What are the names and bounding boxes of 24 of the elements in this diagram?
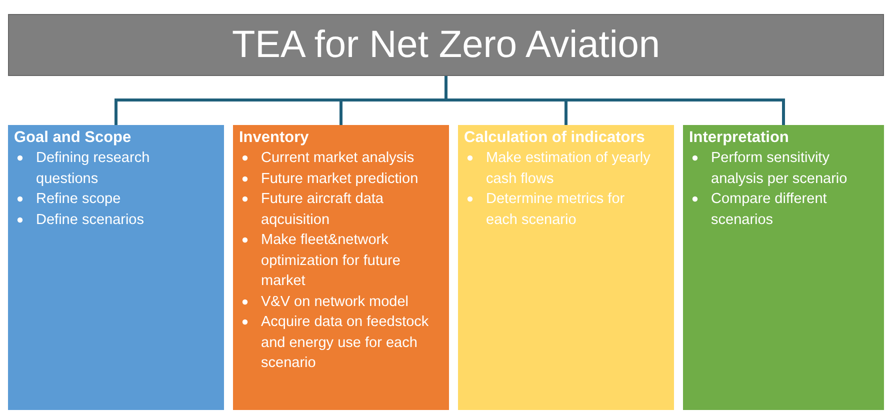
- title-banner: [8, 14, 884, 76]
- bullet-text: Compare different scenarios: [711, 191, 827, 228]
- bullet-text: Make fleet&network optimization for future market: [261, 232, 400, 289]
- title-text: TEA for Net Zero Aviation: [232, 24, 660, 66]
- bullet-text: Future market prediction: [261, 170, 418, 186]
- bullet-text: Refine scope: [36, 191, 121, 207]
- bullet-text: Future aircraft data aqcuisition: [261, 191, 384, 228]
- heading: Goal and Scope: [14, 129, 132, 147]
- heading: Interpretation: [689, 129, 790, 147]
- bullet-text: V&V on network model: [261, 294, 408, 310]
- phase-card: [683, 125, 884, 410]
- phase-card: [233, 125, 449, 410]
- connector-line: [444, 76, 785, 125]
- phase-card: [458, 125, 674, 410]
- bullet-text: Acquire data on feedstock and energy use for each scenario: [261, 314, 429, 371]
- heading: Inventory: [239, 129, 310, 147]
- heading: Calculation of indicators: [464, 129, 646, 147]
- phase-card: [8, 125, 224, 410]
- bullet-text: Perform sensitivity analysis per scenario: [711, 150, 848, 186]
- bullet-text: Current market analysis: [261, 150, 414, 166]
- bullet-text: Defining research questions: [36, 150, 150, 186]
- bullet-text: Make estimation of yearly cash flows: [486, 150, 650, 186]
- bullet-text: Determine metrics for each scenario: [486, 191, 625, 228]
- bullet-text: Define scenarios: [36, 212, 144, 228]
